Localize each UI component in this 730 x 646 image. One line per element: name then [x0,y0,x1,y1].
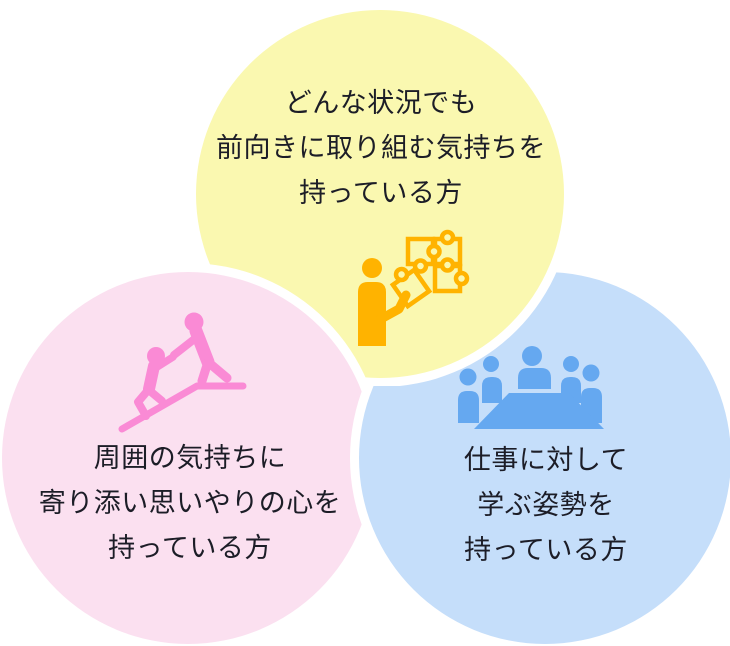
helper-arm [170,333,201,359]
text-line: 周囲の気持ちに [93,443,287,473]
meeting-person-head [483,356,499,372]
text-line: 仕事に対して [463,445,629,475]
text-line: どんな状況でも [284,88,478,118]
puzzle-knob [439,229,456,246]
empathy-circle-fill [2,272,374,644]
text-line: 持っている方 [299,178,463,208]
meeting-person-body [518,368,551,389]
text-line: 学ぶ姿勢を [477,490,615,520]
held-puzzle-piece [389,266,433,310]
text-line: 寄り添い思いやりの心を [38,488,342,518]
empathy-circle-text: 周囲の気持ちに 寄り添い思いやりの心を 持っている方 [39,436,342,571]
meeting-person-body [482,377,502,403]
positive-circle-fill [196,10,564,378]
puzzle-knob [439,257,456,273]
learning-circle-text: 仕事に対して 学ぶ姿勢を 持っている方 [464,438,628,573]
text-line: 持っている方 [464,535,628,565]
puzzle-knob [412,258,429,274]
puzzle-person-head [362,258,382,278]
helping-hand-climb-icon [118,312,247,433]
climber-arm [150,353,177,373]
climber-leg [134,385,153,420]
meeting-table [474,393,604,429]
helper-leg [203,357,232,383]
meeting-person-head [522,346,542,366]
empathy-circle [0,263,383,646]
meeting-person-head [563,356,579,372]
puzzle-grid [405,229,470,294]
meeting-person-head [582,364,600,382]
learning-circle-fill-patch [359,386,450,618]
puzzle-person-body [358,282,386,346]
meeting-person-head [459,368,477,386]
held-piece-knob [393,266,410,283]
puzzle-knob [453,270,470,287]
learning-circle-overlap-patch [350,386,450,629]
person-solving-puzzle-icon [358,229,470,346]
meeting-table-icon [458,346,604,429]
text-line: 持っている方 [108,533,272,563]
climber-leg [146,387,166,405]
puzzle-knob [426,243,442,260]
positive-circle-text: どんな状況でも 前向きに取り組む気持ちを 持っている方 [216,81,546,216]
text-line: 前向きに取り組む気持ちを [216,133,546,163]
meeting-person-body [458,391,479,423]
